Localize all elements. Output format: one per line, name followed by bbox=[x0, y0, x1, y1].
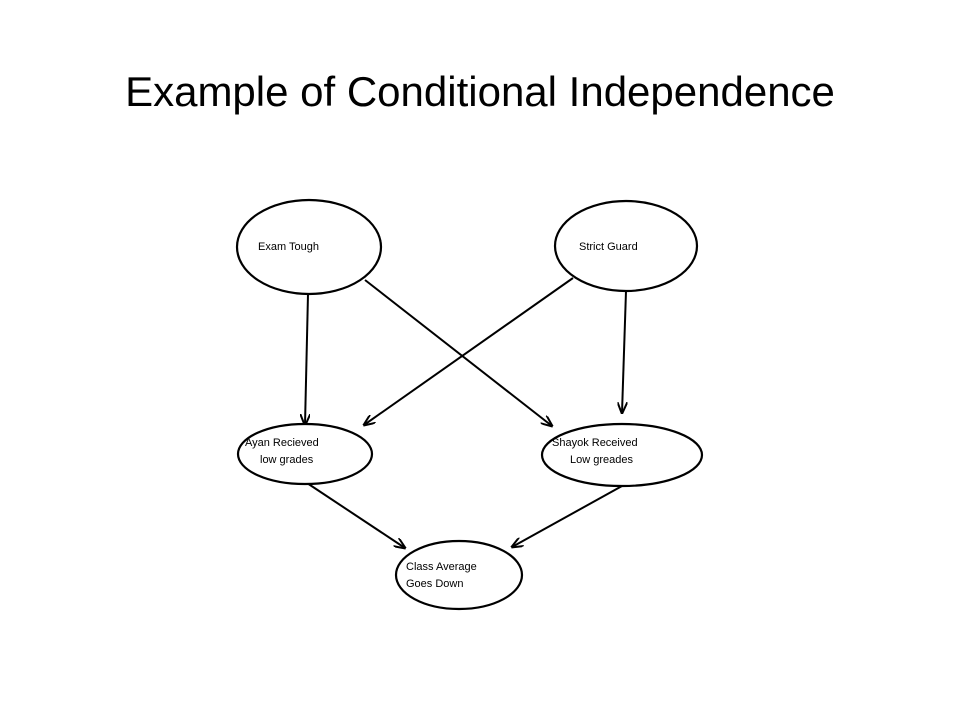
node-strict-guard: Strict Guard bbox=[553, 199, 699, 293]
node-shayok-low-grades: Shayok Received Low greades bbox=[540, 422, 704, 488]
edge-exam-tough-to-ayan bbox=[305, 293, 308, 425]
node-class-average-label-line-2: Goes Down bbox=[406, 578, 463, 590]
node-class-average-goes-down: Class Average Goes Down bbox=[394, 539, 524, 611]
node-ayan-low-grades: Ayan Recieved low grades bbox=[236, 422, 374, 486]
edge-ayan-to-class-average bbox=[306, 482, 405, 548]
edge-strict-guard-to-shayok bbox=[622, 290, 626, 413]
edge-strict-guard-to-ayan bbox=[364, 277, 574, 425]
edge-exam-tough-to-shayok bbox=[364, 279, 552, 426]
node-exam-tough-label-line-1: Exam Tough bbox=[258, 241, 319, 253]
edge-shayok-to-class-average bbox=[512, 485, 623, 547]
slide-title: Example of Conditional Independence bbox=[125, 68, 835, 115]
node-ayan-label-line-1: Ayan Recieved bbox=[245, 437, 319, 449]
node-class-average-label-line-1: Class Average bbox=[406, 561, 477, 573]
node-shayok-label-line-1: Shayok Received bbox=[552, 437, 638, 449]
node-shayok-label-line-2: Low greades bbox=[570, 454, 633, 466]
node-exam-tough: Exam Tough bbox=[235, 198, 383, 296]
node-ayan-label-line-2: low grades bbox=[260, 454, 314, 466]
node-strict-guard-label-line-1: Strict Guard bbox=[579, 241, 638, 253]
